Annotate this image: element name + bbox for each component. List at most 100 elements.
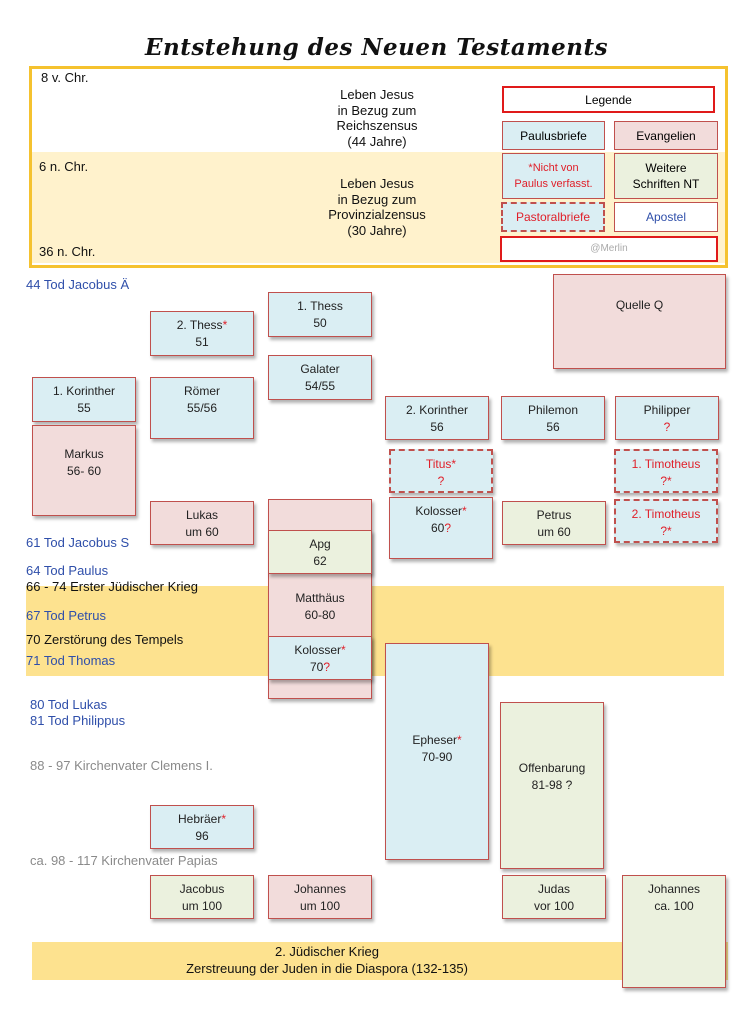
box-date: 50 xyxy=(313,316,327,330)
box-title: Epheser xyxy=(412,733,458,747)
box-title: 1. Timotheus xyxy=(631,457,701,471)
box-hebraeer: Hebräer*96 xyxy=(150,805,254,849)
box-jacobus: Jacobus um 100 xyxy=(150,875,254,919)
text-line: *Nicht von xyxy=(528,162,579,174)
box-roemer: Römer 55/56 xyxy=(150,377,254,439)
box-date: 55 xyxy=(77,401,91,415)
box-date: 81-98 ? xyxy=(531,778,573,792)
box-date: ? xyxy=(437,474,445,488)
box-date: 60-80 xyxy=(304,608,336,622)
box-date: 62 xyxy=(313,554,327,568)
box-date: 55/56 xyxy=(186,401,218,415)
box-title: Philemon xyxy=(527,403,579,417)
box-title: Lukas xyxy=(185,508,219,522)
box-date: 60 xyxy=(430,521,445,535)
box-date: 96 xyxy=(195,829,209,843)
text-line: Paulus verfasst. xyxy=(514,178,593,190)
box-title: Markus xyxy=(64,447,104,461)
box-date: um 100 xyxy=(299,899,341,913)
box-title: Kolosser xyxy=(294,643,341,657)
box-date: um 60 xyxy=(185,525,219,539)
event-label: 70 Zerstörung des Tempels xyxy=(26,632,184,647)
box-title: Römer xyxy=(183,384,220,398)
era-label: 6 n. Chr. xyxy=(39,159,89,174)
event-label: 44 Tod Jacobus Ä xyxy=(26,277,130,292)
box-2-thess: 2. Thess* 51 xyxy=(150,311,254,356)
box-date: 51 xyxy=(195,335,209,349)
box-title: Galater xyxy=(300,362,340,376)
box-lukas: Lukas um 60 xyxy=(150,501,254,545)
event-label: 71 Tod Thomas xyxy=(26,653,116,668)
box-kolosser-60: Kolosser*60? xyxy=(389,497,493,559)
text-line: Zerstreuung der Juden in die Diaspora (1… xyxy=(186,961,468,976)
text-line: Reichszensus xyxy=(336,118,418,133)
text-line: Leben Jesus xyxy=(340,87,414,102)
legend-title: Legende xyxy=(502,86,715,113)
event-label: 80 Tod Lukas xyxy=(30,697,108,712)
legend-pastoral: Pastoralbriefe xyxy=(501,202,605,232)
box-apg: Apg 62 xyxy=(268,530,372,574)
box-date: um 100 xyxy=(181,899,223,913)
box-title: Judas xyxy=(537,882,571,896)
era-label: 36 n. Chr. xyxy=(39,244,96,259)
box-johannes-gospel: Johannes um 100 xyxy=(268,875,372,919)
box-title: 2. Thess xyxy=(176,318,223,332)
box-title: Kolosser xyxy=(415,504,462,518)
second-jewish-war-band xyxy=(32,942,728,980)
box-epheser: Epheser*70-90 xyxy=(385,643,489,860)
box-philipper: Philipper? xyxy=(615,396,719,440)
event-label: 61 Tod Jacobus S xyxy=(26,535,130,550)
legend-paul: Paulusbriefe xyxy=(502,121,605,150)
event-label: 64 Tod Paulus xyxy=(26,563,109,578)
legend-apostle: Apostel xyxy=(614,202,718,232)
box-title: 1. Thess xyxy=(297,299,343,313)
asterisk-mark: * xyxy=(341,643,346,657)
box-titus: Titus*? xyxy=(389,449,493,493)
box-title: Jacobus xyxy=(179,882,225,896)
box-date: 54/55 xyxy=(304,379,336,393)
text-line: (30 Jahre) xyxy=(347,222,407,238)
box-quelle-q: Quelle Q xyxy=(553,274,726,369)
box-date: ?* xyxy=(660,524,672,538)
box-date: ?* xyxy=(660,474,672,488)
box-title: 2. Korinther xyxy=(405,403,469,417)
text-line: in Bezug zum xyxy=(337,191,417,207)
text-line: Schriften NT xyxy=(632,177,700,191)
event-label: 88 - 97 Kirchenvater Clemens I. xyxy=(30,758,213,773)
box-offenbarung: Offenbarung 81-98 ? xyxy=(500,702,604,869)
era-label: 8 v. Chr. xyxy=(41,70,89,85)
box-title: Hebräer xyxy=(177,812,222,826)
text-line: 2. Jüdischer Krieg xyxy=(274,944,380,959)
box-date: 56- 60 xyxy=(66,464,102,478)
text-line: Weitere xyxy=(645,161,687,175)
event-label: 67 Tod Petrus xyxy=(26,608,106,623)
box-title: Apg xyxy=(309,537,331,551)
box-title: Offenbarung xyxy=(518,761,586,775)
box-title: Matthäus xyxy=(295,591,345,605)
question-mark: ? xyxy=(444,521,452,535)
box-galater: Galater 54/55 xyxy=(268,355,372,400)
credit: @Merlin xyxy=(500,236,718,262)
box-markus: Markus 56- 60 xyxy=(32,425,136,516)
box-title: Philipper xyxy=(643,403,691,417)
asterisk-mark: * xyxy=(222,318,228,332)
text-line: Provinzialzensus xyxy=(328,207,426,222)
event-label: 66 - 74 Erster Jüdischer Krieg xyxy=(26,579,198,594)
asterisk-mark: * xyxy=(457,733,462,747)
box-title: Johannes xyxy=(293,882,347,896)
text-line: (44 Jahre) xyxy=(347,133,407,149)
box-title: Quelle Q xyxy=(615,298,664,312)
text-line: in Bezug zum xyxy=(337,102,417,118)
event-label: ca. 98 - 117 Kirchenvater Papias xyxy=(30,853,218,868)
question-mark: ? xyxy=(323,660,331,674)
